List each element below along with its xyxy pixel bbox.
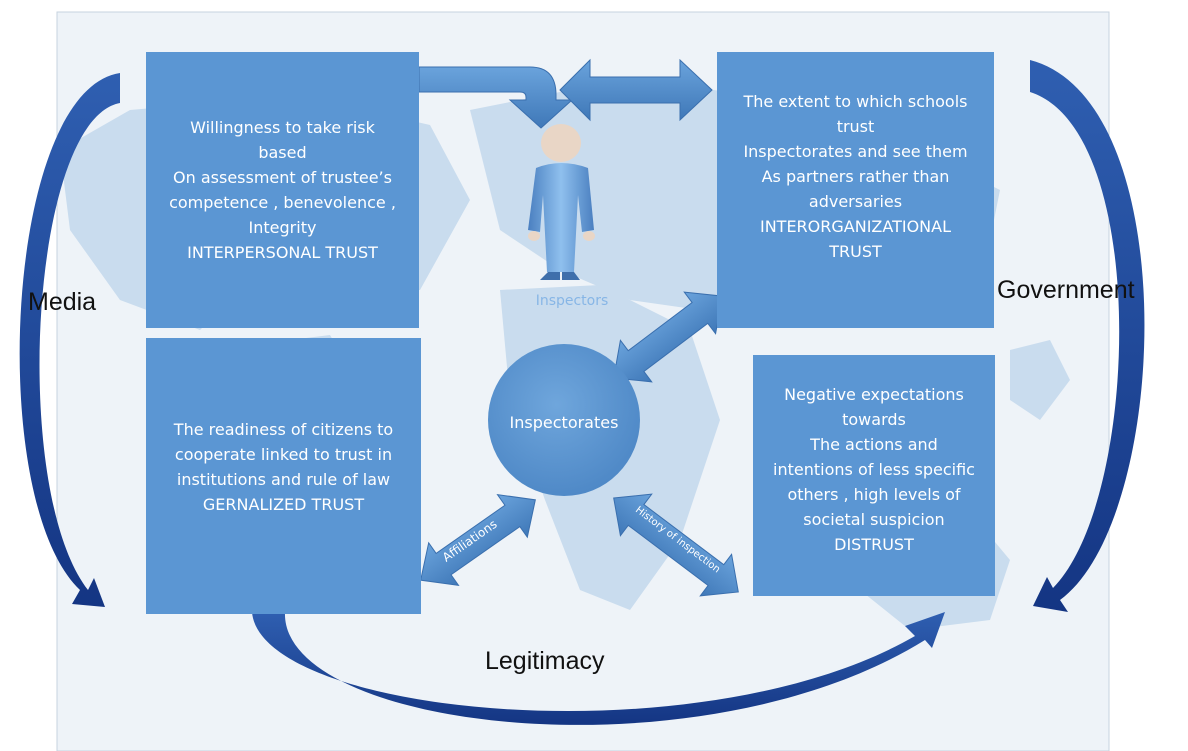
distrust-text: Negative expectations towards The action… [773,385,975,554]
top-double-arrow [559,58,713,122]
distrust-box: Negative expectations towards The action… [753,355,995,596]
media-curved-arrow [19,73,120,607]
affiliations-arrow [420,493,536,587]
interpersonal-trust-box: Willingness to take risk based On assess… [146,52,419,328]
generalized-trust-text: The readiness of citizens to cooperate l… [173,420,394,514]
government-curved-arrow [1030,60,1145,612]
interpersonal-trust-text: Willingness to take risk based On assess… [169,118,396,262]
legitimacy-curved-arrow [252,612,945,725]
history-arrow [613,493,739,597]
generalized-trust-box: The readiness of citizens to cooperate l… [146,338,421,614]
inspectors-label: Inspectors [536,293,609,309]
government-label: Government [997,276,1135,304]
interorganizational-trust-text: The extent to which schools trust Inspec… [743,91,968,261]
interorganizational-trust-box: The extent to which schools trust Inspec… [717,52,994,328]
inspectorates-circle [488,344,640,496]
inspector-person-icon [528,124,595,280]
legitimacy-label: Legitimacy [485,647,605,675]
inspectorates-label: Inspectorates [510,413,619,432]
media-label: Media [28,288,97,316]
bent-block-arrow [418,66,574,129]
